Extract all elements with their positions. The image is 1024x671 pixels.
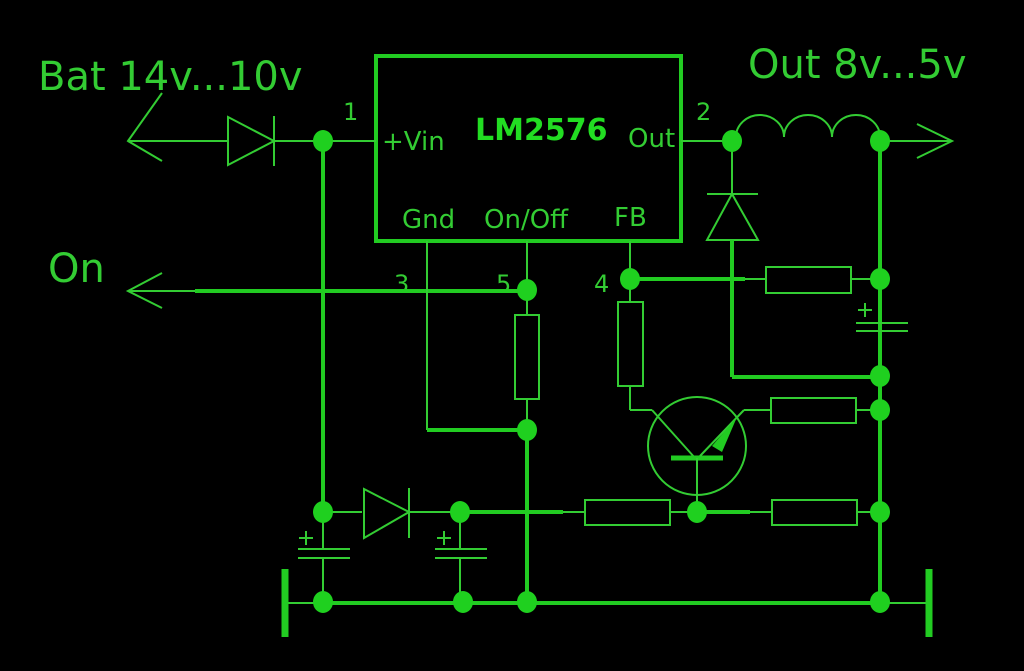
junction-c1-gnd (313, 591, 333, 613)
inductor-l1 (735, 114, 881, 138)
chip-name: LM2576 (475, 113, 607, 148)
diode-d1 (227, 115, 277, 167)
pin-out-label: Out (628, 124, 675, 154)
junction-base (687, 501, 707, 523)
resistor-r4 (770, 397, 857, 424)
junction-gnd (517, 419, 537, 441)
diode-d2 (705, 191, 760, 241)
lm2576-chip: LM2576 +Vin Out Gnd On/Off FB (374, 54, 683, 243)
pin-number-1: 1 (343, 98, 358, 126)
junction-c2-top (450, 501, 470, 523)
output-terminal-arrow (880, 123, 955, 159)
battery-label: Bat 14v...10v (38, 54, 303, 100)
junction-r4 (870, 399, 890, 421)
junction-dots (313, 130, 890, 613)
transistor-q1 (647, 396, 747, 512)
junction-vin (313, 130, 333, 152)
junction-onoff (517, 279, 537, 301)
junction-d2 (870, 365, 890, 387)
junction-rail-gnd (870, 591, 890, 613)
input-terminal-arrow (126, 92, 228, 162)
junction-c1-top (313, 501, 333, 523)
resistor-r3 (765, 266, 852, 294)
pin-number-2: 2 (696, 98, 711, 126)
junction-out (722, 130, 742, 152)
pin-number-4: 4 (594, 270, 609, 298)
diode-d3 (363, 487, 412, 540)
pin-gnd-label: Gnd (402, 205, 455, 235)
on-label: On (48, 246, 105, 292)
pin-fb-label: FB (614, 203, 647, 233)
junction-vout (870, 130, 890, 152)
resistor-r6 (771, 499, 858, 526)
pin-number-3: 3 (394, 270, 409, 298)
resistor-r1 (514, 314, 540, 400)
emitter-arrow-icon (712, 417, 737, 452)
junction-r6 (870, 501, 890, 523)
pin-onoff-label: On/Off (484, 205, 569, 235)
on-terminal-arrow (125, 272, 195, 309)
resistor-r5 (584, 499, 671, 526)
junction-chip-gnd (517, 591, 537, 613)
resistor-r2 (617, 301, 644, 387)
junction-c2-gnd (453, 591, 473, 613)
pin-vin-label: +Vin (382, 127, 445, 157)
junction-fb (620, 268, 640, 290)
chip-body (374, 54, 683, 243)
pin-number-5: 5 (496, 270, 511, 298)
output-label: Out 8v...5v (748, 42, 967, 88)
junction-r3 (870, 268, 890, 290)
capacitor-c3 (856, 303, 908, 332)
